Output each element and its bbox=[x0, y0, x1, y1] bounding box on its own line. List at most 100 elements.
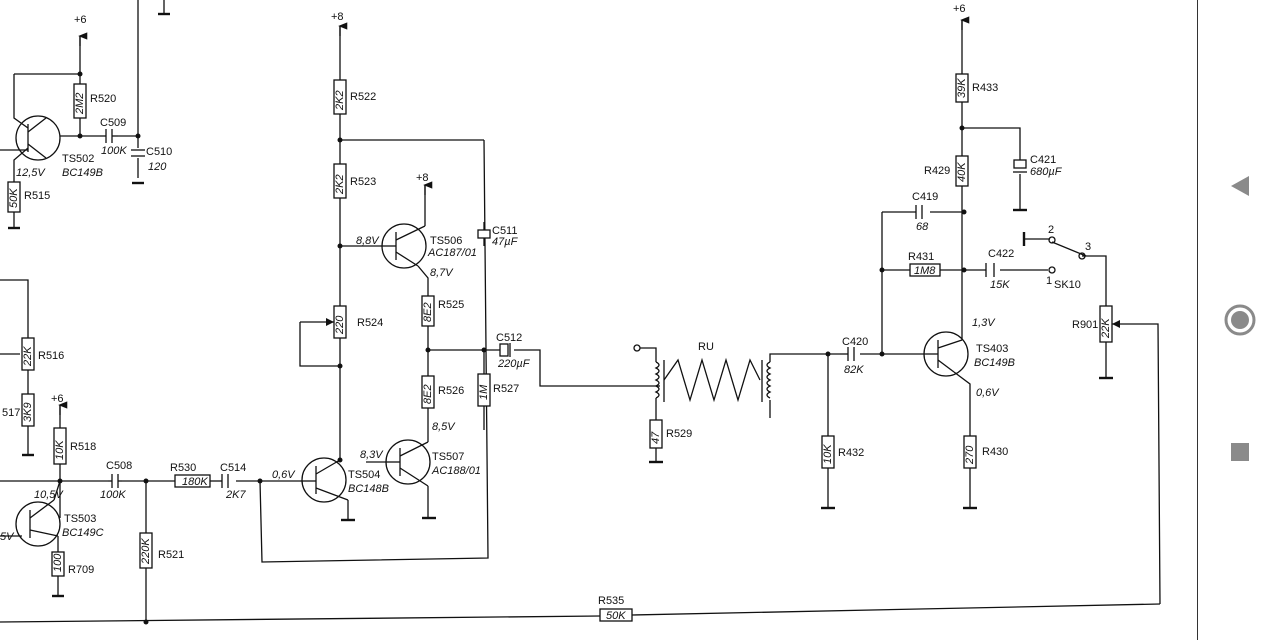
supply-arrows: +6 +8 +8 +6 +6 bbox=[51, 3, 970, 415]
capacitor-c419: C419 68 bbox=[912, 191, 938, 233]
transistor-ts502: TS502 BC149B bbox=[15, 115, 103, 179]
resistor-r524: 220 R524 bbox=[326, 305, 383, 339]
transistor-ts403: TS403 BC149B bbox=[923, 331, 1015, 377]
svg-text:50K: 50K bbox=[606, 610, 626, 622]
svg-text:3K9: 3K9 bbox=[22, 402, 34, 422]
resistor-r525: 8E2 R525 bbox=[421, 295, 464, 327]
svg-text:C419: C419 bbox=[912, 191, 938, 203]
resistors: 2M2 R520 50K R515 22K R516 3K9 517 10K R… bbox=[2, 73, 1120, 622]
circuit-schematic: +6 +8 +8 +6 +6 2M2 R520 50K R515 22K R51… bbox=[0, 0, 1161, 625]
svg-text:120: 120 bbox=[148, 161, 167, 173]
capacitor-c509: C509 100K bbox=[100, 117, 127, 157]
junctions bbox=[57, 71, 967, 625]
transistor-ts503: TS503 BC149C bbox=[15, 480, 104, 547]
svg-text:TS504: TS504 bbox=[348, 469, 380, 481]
svg-text:0,6V: 0,6V bbox=[976, 387, 1000, 399]
resistor-r433: 39K R433 bbox=[955, 73, 998, 103]
svg-text:2K2: 2K2 bbox=[334, 174, 346, 195]
svg-text:R429: R429 bbox=[924, 165, 950, 177]
svg-text:8E2: 8E2 bbox=[422, 384, 434, 404]
resistor-r521: 220K R521 bbox=[139, 532, 184, 569]
svg-text:R525: R525 bbox=[438, 299, 464, 311]
recents-square-icon bbox=[1231, 443, 1249, 461]
svg-text:R432: R432 bbox=[838, 447, 864, 459]
svg-text:RU: RU bbox=[698, 341, 714, 353]
resistor-r516: 22K R516 bbox=[21, 337, 64, 371]
voltage-labels: 12,5V 10,5V 5V 0,6V 8,8V 8,7V 8,3V 8,5V … bbox=[0, 167, 1000, 543]
svg-text:R516: R516 bbox=[38, 350, 64, 362]
svg-text:2K2: 2K2 bbox=[334, 90, 346, 111]
resistor-r429: 40K R429 bbox=[924, 155, 969, 187]
page-edge bbox=[1197, 0, 1198, 640]
svg-text:BC149C: BC149C bbox=[62, 527, 104, 539]
svg-text:C510: C510 bbox=[146, 146, 172, 158]
capacitor-c514: C514 2K7 bbox=[220, 462, 246, 501]
svg-text:R527: R527 bbox=[493, 383, 519, 395]
svg-text:220K: 220K bbox=[140, 538, 152, 565]
svg-text:50K: 50K bbox=[8, 188, 20, 208]
svg-text:47: 47 bbox=[650, 431, 662, 444]
capacitors: C509 100K C510 120 C508 100K C514 2K7 C5… bbox=[100, 117, 1063, 501]
svg-text:220: 220 bbox=[334, 315, 346, 335]
svg-text:C421: C421 bbox=[1030, 154, 1056, 166]
svg-text:R431: R431 bbox=[908, 251, 934, 263]
resistor-r709: 100 R709 bbox=[51, 551, 94, 577]
capacitor-c508: C508 100K bbox=[100, 460, 132, 501]
transistors: TS502 BC149B TS503 BC149C TS504 BC148B bbox=[15, 115, 1015, 547]
resistor-r432: 10K R432 bbox=[821, 435, 864, 469]
svg-text:BC149B: BC149B bbox=[62, 167, 103, 179]
svg-text:1: 1 bbox=[1046, 275, 1052, 287]
svg-text:AC187/01: AC187/01 bbox=[427, 247, 477, 259]
svg-text:12,5V: 12,5V bbox=[16, 167, 46, 179]
svg-text:22K: 22K bbox=[1100, 318, 1112, 339]
navigation-bar bbox=[1200, 0, 1280, 640]
svg-text:47µF: 47µF bbox=[492, 236, 519, 248]
svg-text:0,6V: 0,6V bbox=[272, 469, 296, 481]
svg-text:100: 100 bbox=[52, 553, 64, 572]
svg-text:SK10: SK10 bbox=[1054, 279, 1081, 291]
svg-text:R518: R518 bbox=[70, 441, 96, 453]
resistor-r526: 8E2 R526 bbox=[421, 375, 464, 409]
svg-text:100K: 100K bbox=[100, 489, 126, 501]
svg-text:1M8: 1M8 bbox=[914, 265, 936, 277]
svg-text:8,8V: 8,8V bbox=[356, 235, 380, 247]
svg-text:TS403: TS403 bbox=[976, 343, 1008, 355]
svg-text:TS507: TS507 bbox=[432, 451, 464, 463]
svg-text:R529: R529 bbox=[666, 428, 692, 440]
resistor-r522: 2K2 R522 bbox=[333, 79, 376, 115]
resistor-r530: 180K R530 bbox=[170, 462, 211, 488]
svg-text:R520: R520 bbox=[90, 93, 116, 105]
svg-text:R524: R524 bbox=[357, 317, 383, 329]
svg-text:R522: R522 bbox=[350, 91, 376, 103]
svg-text:8,7V: 8,7V bbox=[430, 267, 454, 279]
svg-text:C508: C508 bbox=[106, 460, 132, 472]
svg-text:R530: R530 bbox=[170, 462, 196, 474]
svg-text:TS503: TS503 bbox=[64, 513, 96, 525]
svg-text:R430: R430 bbox=[982, 446, 1008, 458]
back-triangle-icon bbox=[1231, 176, 1249, 196]
svg-text:1M: 1M bbox=[478, 384, 490, 400]
supply-label: +8 bbox=[416, 172, 429, 184]
back-button[interactable] bbox=[1220, 166, 1260, 206]
svg-text:TS502: TS502 bbox=[62, 153, 94, 165]
transistor-ts506: TS506 AC187/01 bbox=[380, 223, 477, 269]
svg-text:680µF: 680µF bbox=[1030, 166, 1063, 178]
resistor-r517: 3K9 517 bbox=[2, 393, 35, 427]
capacitor-c420: C420 82K bbox=[840, 336, 868, 376]
home-button[interactable] bbox=[1220, 300, 1260, 340]
svg-text:1,3V: 1,3V bbox=[972, 317, 996, 329]
svg-text:R433: R433 bbox=[972, 82, 998, 94]
resistor-r515: 50K R515 bbox=[7, 181, 50, 213]
resistor-r520: 2M2 R520 bbox=[73, 83, 116, 119]
resistor-r523: 2K2 R523 bbox=[333, 163, 376, 199]
recents-button[interactable] bbox=[1220, 432, 1260, 472]
svg-text:C420: C420 bbox=[842, 336, 868, 348]
svg-text:2M2: 2M2 bbox=[74, 93, 86, 115]
svg-text:180K: 180K bbox=[182, 476, 208, 488]
svg-text:40K: 40K bbox=[956, 162, 968, 182]
resistor-r431: 1M8 R431 bbox=[908, 251, 941, 277]
svg-text:AC188/01: AC188/01 bbox=[431, 465, 481, 477]
svg-text:82K: 82K bbox=[844, 364, 864, 376]
svg-text:R901: R901 bbox=[1072, 319, 1098, 331]
supply-label: +6 bbox=[74, 14, 87, 26]
